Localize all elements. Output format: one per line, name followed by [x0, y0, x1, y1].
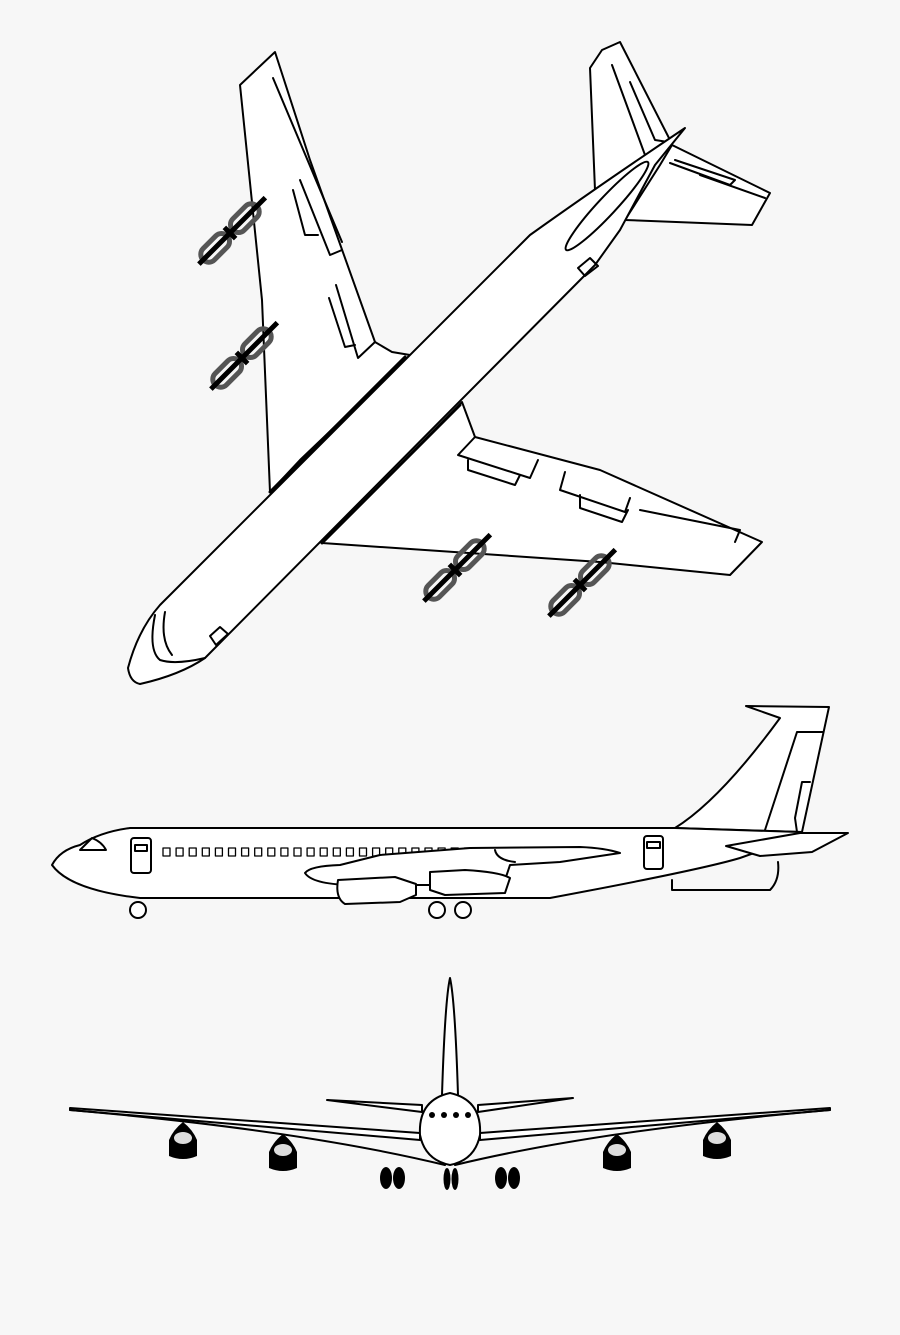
- cockpit-line: [151, 614, 206, 664]
- main-wheel: [428, 901, 446, 919]
- cabin-window: [254, 847, 263, 857]
- side-view: [51, 705, 849, 919]
- front-fuselage: [418, 1092, 482, 1166]
- side-engine-2: [429, 869, 511, 896]
- door-window: [134, 844, 148, 852]
- wing-roots: [268, 355, 462, 545]
- wing-underside: [69, 1109, 831, 1166]
- cabin-window: [240, 847, 250, 857]
- cockpit-window: [79, 837, 107, 851]
- cabin-window: [332, 847, 341, 857]
- front-engines: [169, 1122, 731, 1171]
- cabin-window: [175, 847, 184, 857]
- right-wing-flaps: [457, 436, 741, 543]
- front-fin: [441, 977, 459, 1096]
- front-stabilizers: [326, 1097, 574, 1113]
- nose-wheel: [129, 901, 147, 919]
- cabin-window: [319, 847, 328, 857]
- rear-belly: [671, 861, 780, 891]
- landing-gear-front: [380, 1167, 520, 1190]
- side-wing: [304, 846, 621, 886]
- dorsal-fin: [564, 160, 650, 252]
- front-door: [130, 837, 152, 874]
- cabin-window: [201, 847, 210, 857]
- vertical-fin: [674, 705, 830, 833]
- cabin-window: [293, 847, 302, 857]
- horizontal-stabilizer: [725, 832, 849, 857]
- cockpit-windows: [429, 1112, 471, 1118]
- cabin-window: [280, 847, 289, 857]
- front-view: [69, 977, 831, 1190]
- cabin-window: [267, 847, 276, 857]
- left-wing-flaps: [272, 77, 376, 359]
- side-engine-1: [336, 876, 417, 905]
- cabin-window: [358, 847, 368, 857]
- cabin-window: [345, 847, 355, 857]
- doors: [209, 257, 599, 646]
- engine-3: [422, 532, 493, 603]
- engine-1: [197, 195, 268, 266]
- top-view: [127, 41, 771, 685]
- main-wheel: [454, 901, 472, 919]
- cabin-window: [214, 847, 224, 857]
- engines-top: [197, 195, 618, 618]
- rudder: [764, 731, 824, 833]
- right-elevator: [669, 159, 766, 199]
- cabin-window: [162, 847, 171, 857]
- engine-2: [209, 320, 280, 391]
- nose-line: [162, 611, 173, 656]
- rear-door: [643, 835, 664, 870]
- wing-fairing: [494, 849, 516, 863]
- cabin-window: [188, 847, 197, 857]
- cabin-window: [306, 847, 315, 857]
- fuselage: [127, 127, 686, 685]
- engine-4: [547, 547, 618, 618]
- door-window: [646, 841, 661, 849]
- cabin-window: [227, 847, 237, 857]
